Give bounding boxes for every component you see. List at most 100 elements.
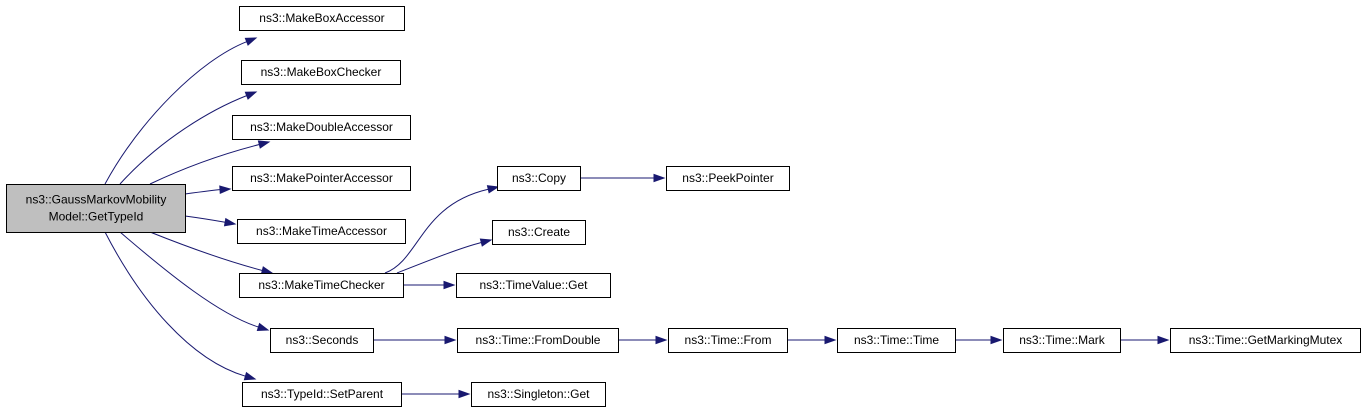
- edge-line: [119, 95, 247, 185]
- node-label: ns3::MakeBoxChecker: [261, 65, 382, 79]
- arrow-head-icon: [443, 280, 456, 290]
- node-label: ns3::Time::Mark: [1019, 333, 1106, 347]
- node-maketimechecker[interactable]: ns3::MakeTimeChecker: [239, 273, 404, 298]
- node-label: ns3::MakeTimeAccessor: [256, 224, 387, 238]
- edge-line: [384, 188, 489, 274]
- node-label: ns3::Create: [508, 225, 570, 239]
- node-box[interactable]: [6, 184, 186, 233]
- node-box[interactable]: [270, 328, 374, 353]
- edge-time-from-to-time-time: [787, 335, 837, 345]
- node-label: ns3::Singleton::Get: [487, 387, 590, 401]
- arrow-head-icon: [244, 37, 258, 46]
- edge-root-to-makeboxaccessor: [104, 37, 258, 185]
- node-box[interactable]: [457, 328, 619, 353]
- edge-line: [396, 242, 482, 274]
- node-box[interactable]: [497, 166, 581, 191]
- arrow-head-icon: [990, 335, 1003, 345]
- arrow-head-icon: [243, 371, 257, 381]
- edge-maketimechecker-to-timevalue-get: [403, 280, 456, 290]
- node-timevalue-get[interactable]: ns3::TimeValue::Get: [456, 273, 611, 298]
- edge-copy-to-peekpointer: [580, 173, 666, 183]
- node-box[interactable]: [239, 273, 404, 298]
- node-label: ns3::TimeValue::Get: [479, 278, 588, 292]
- node-label: ns3::MakeDoubleAccessor: [250, 120, 393, 134]
- node-time-mark[interactable]: ns3::Time::Mark: [1003, 328, 1121, 353]
- arrow-head-icon: [486, 185, 500, 194]
- arrow-head-icon: [824, 335, 837, 345]
- arrow-head-icon: [219, 185, 232, 195]
- node-box[interactable]: [1170, 328, 1361, 353]
- node-box[interactable]: [239, 6, 405, 31]
- edge-root-to-makedoubleaccessor: [149, 140, 271, 185]
- node-makedoubleaccessor[interactable]: ns3::MakeDoubleAccessor: [232, 115, 411, 140]
- node-typeid-setparent[interactable]: ns3::TypeId::SetParent: [242, 382, 402, 407]
- edge-root-to-makepointeraccessor: [184, 185, 232, 195]
- node-seconds[interactable]: ns3::Seconds: [270, 328, 374, 353]
- edge-root-to-maketimeaccessor: [184, 215, 237, 227]
- node-peekpointer[interactable]: ns3::PeekPointer: [666, 166, 790, 191]
- edge-root-to-makeboxchecker: [119, 91, 258, 185]
- edge-maketimechecker-to-copy: [384, 185, 500, 274]
- arrow-head-icon: [458, 389, 471, 399]
- node-maketimeaccessor[interactable]: ns3::MakeTimeAccessor: [237, 219, 406, 244]
- edge-time-mark-to-time-getmarkingmutex: [1120, 335, 1170, 345]
- edge-line: [149, 231, 263, 271]
- edge-line: [184, 215, 226, 223]
- node-singleton-get[interactable]: ns3::Singleton::Get: [471, 382, 606, 407]
- node-label: ns3::Time::FromDouble: [476, 333, 601, 347]
- node-box[interactable]: [237, 219, 406, 244]
- node-box[interactable]: [1003, 328, 1121, 353]
- node-box[interactable]: [232, 115, 411, 140]
- node-makeboxaccessor[interactable]: ns3::MakeBoxAccessor: [239, 6, 405, 31]
- edge-seconds-to-time-fromdouble: [373, 335, 457, 345]
- node-box[interactable]: [232, 166, 411, 191]
- node-box[interactable]: [241, 60, 401, 85]
- node-label: Model::GetTypeId: [49, 210, 144, 224]
- node-box[interactable]: [668, 328, 788, 353]
- arrow-head-icon: [223, 217, 237, 227]
- node-box[interactable]: [242, 382, 402, 407]
- arrow-head-icon: [479, 238, 493, 247]
- edge-maketimechecker-to-create: [396, 238, 493, 274]
- node-label: ns3::GaussMarkovMobility: [26, 193, 167, 207]
- node-label: ns3::MakeTimeChecker: [258, 278, 384, 292]
- node-time-from[interactable]: ns3::Time::From: [668, 328, 788, 353]
- node-create[interactable]: ns3::Create: [492, 220, 586, 245]
- edges-layer: [104, 37, 1170, 399]
- node-box[interactable]: [837, 328, 956, 353]
- edge-line: [119, 231, 259, 328]
- node-label: ns3::Time::Time: [854, 333, 939, 347]
- nodes-layer: ns3::GaussMarkovMobilityModel::GetTypeId…: [6, 6, 1361, 407]
- node-time-time[interactable]: ns3::Time::Time: [837, 328, 956, 353]
- node-label: ns3::TypeId::SetParent: [261, 387, 384, 401]
- node-box[interactable]: [492, 220, 586, 245]
- edge-time-fromdouble-to-time-from: [618, 335, 668, 345]
- node-makepointeraccessor[interactable]: ns3::MakePointerAccessor: [232, 166, 411, 191]
- edge-line: [104, 41, 247, 185]
- node-label: ns3::MakePointerAccessor: [250, 171, 393, 185]
- node-label: ns3::Seconds: [286, 333, 359, 347]
- node-box[interactable]: [456, 273, 611, 298]
- node-label: ns3::PeekPointer: [682, 171, 773, 185]
- arrow-head-icon: [1157, 335, 1170, 345]
- edge-time-time-to-time-mark: [955, 335, 1003, 345]
- node-time-getmarkingmutex[interactable]: ns3::Time::GetMarkingMutex: [1170, 328, 1361, 353]
- node-makeboxchecker[interactable]: ns3::MakeBoxChecker: [241, 60, 401, 85]
- arrow-head-icon: [444, 335, 457, 345]
- node-box[interactable]: [471, 382, 606, 407]
- arrow-head-icon: [244, 91, 258, 100]
- arrow-head-icon: [653, 173, 666, 183]
- node-copy[interactable]: ns3::Copy: [497, 166, 581, 191]
- arrow-head-icon: [257, 140, 271, 149]
- node-label: ns3::Time::GetMarkingMutex: [1189, 333, 1343, 347]
- node-label: ns3::Copy: [512, 171, 566, 185]
- arrow-head-icon: [655, 335, 668, 345]
- edge-line: [104, 231, 246, 377]
- arrow-head-icon: [256, 322, 270, 331]
- edge-typeid-setparent-to-singleton-get: [401, 389, 471, 399]
- node-box[interactable]: [666, 166, 790, 191]
- node-label: ns3::MakeBoxAccessor: [259, 11, 384, 25]
- node-time-fromdouble[interactable]: ns3::Time::FromDouble: [457, 328, 619, 353]
